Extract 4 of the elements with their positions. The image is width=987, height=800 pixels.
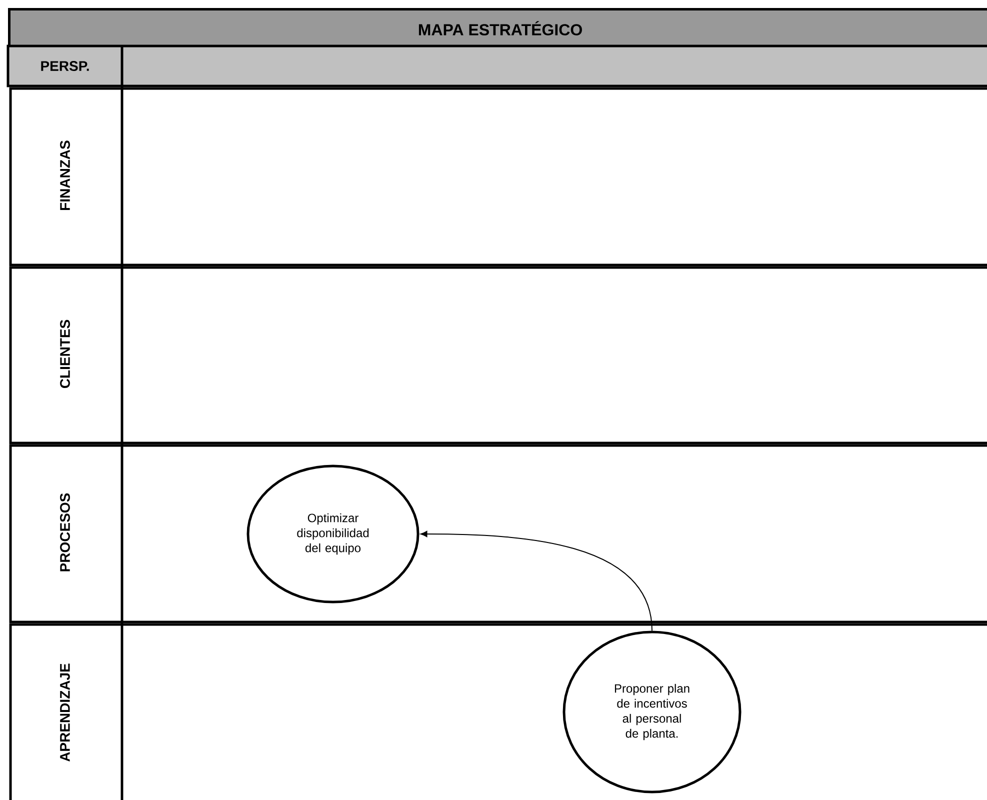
perspective-row: CLIENTES bbox=[9, 265, 987, 444]
perspective-row: FINANZAS bbox=[9, 86, 987, 266]
header-row: PERSP. bbox=[6, 44, 987, 88]
arrow bbox=[420, 530, 652, 632]
